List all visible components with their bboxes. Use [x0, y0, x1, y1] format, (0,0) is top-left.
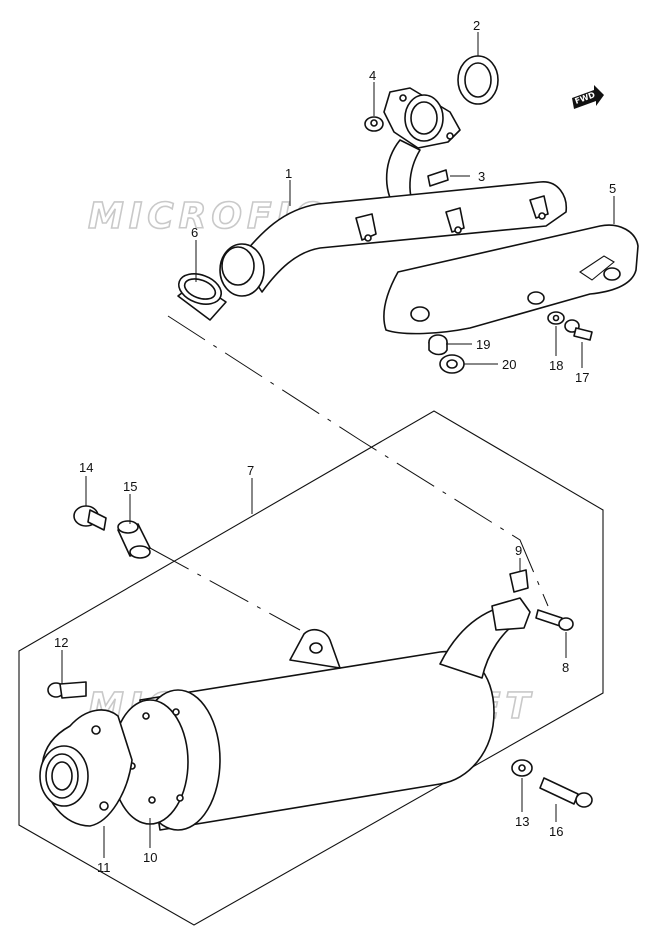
callout-4: 4 — [369, 68, 376, 83]
bolt-12 — [47, 681, 87, 699]
callout-12: 12 — [54, 635, 68, 650]
callout-17: 17 — [575, 370, 589, 385]
callout-7: 7 — [247, 463, 254, 478]
heat-shield-5 — [383, 224, 639, 335]
washer-13 — [511, 759, 533, 777]
callout-10: 10 — [143, 850, 157, 865]
washer-18 — [547, 311, 565, 325]
callout-8: 8 — [562, 660, 569, 675]
bolt-14 — [73, 505, 107, 531]
tail-cap-11 — [39, 709, 133, 827]
callout-3: 3 — [478, 169, 485, 184]
stud-3 — [427, 169, 449, 187]
collar-20 — [439, 354, 465, 374]
exhaust-pipe-1 — [219, 87, 567, 297]
bolt-17 — [564, 319, 593, 341]
cushion-15 — [117, 520, 151, 559]
leader-lines — [61, 32, 615, 858]
fwd-arrow-icon: FWD — [572, 85, 604, 109]
callout-6: 6 — [191, 225, 198, 240]
callout-16: 16 — [549, 824, 563, 839]
cushion-19 — [428, 334, 448, 356]
callout-15: 15 — [123, 479, 137, 494]
nut-4 — [364, 116, 384, 132]
bolt-16 — [539, 777, 593, 808]
callout-11: 11 — [97, 860, 111, 875]
callout-1: 1 — [285, 166, 292, 181]
muffler-7 — [111, 597, 531, 831]
bolt-8 — [535, 609, 574, 631]
callout-19: 19 — [476, 337, 490, 352]
gasket-2 — [457, 55, 499, 105]
gasket-6 — [177, 273, 227, 321]
callout-2: 2 — [473, 18, 480, 33]
callout-13: 13 — [515, 814, 529, 829]
callout-5: 5 — [609, 181, 616, 196]
callout-18: 18 — [549, 358, 563, 373]
callout-20: 20 — [502, 357, 516, 372]
callout-9: 9 — [515, 543, 522, 558]
muffler-group-box — [18, 410, 604, 926]
centerline-1 — [167, 315, 549, 607]
clamp-9 — [509, 569, 529, 593]
callout-14: 14 — [79, 460, 93, 475]
centerline-2 — [149, 547, 301, 631]
